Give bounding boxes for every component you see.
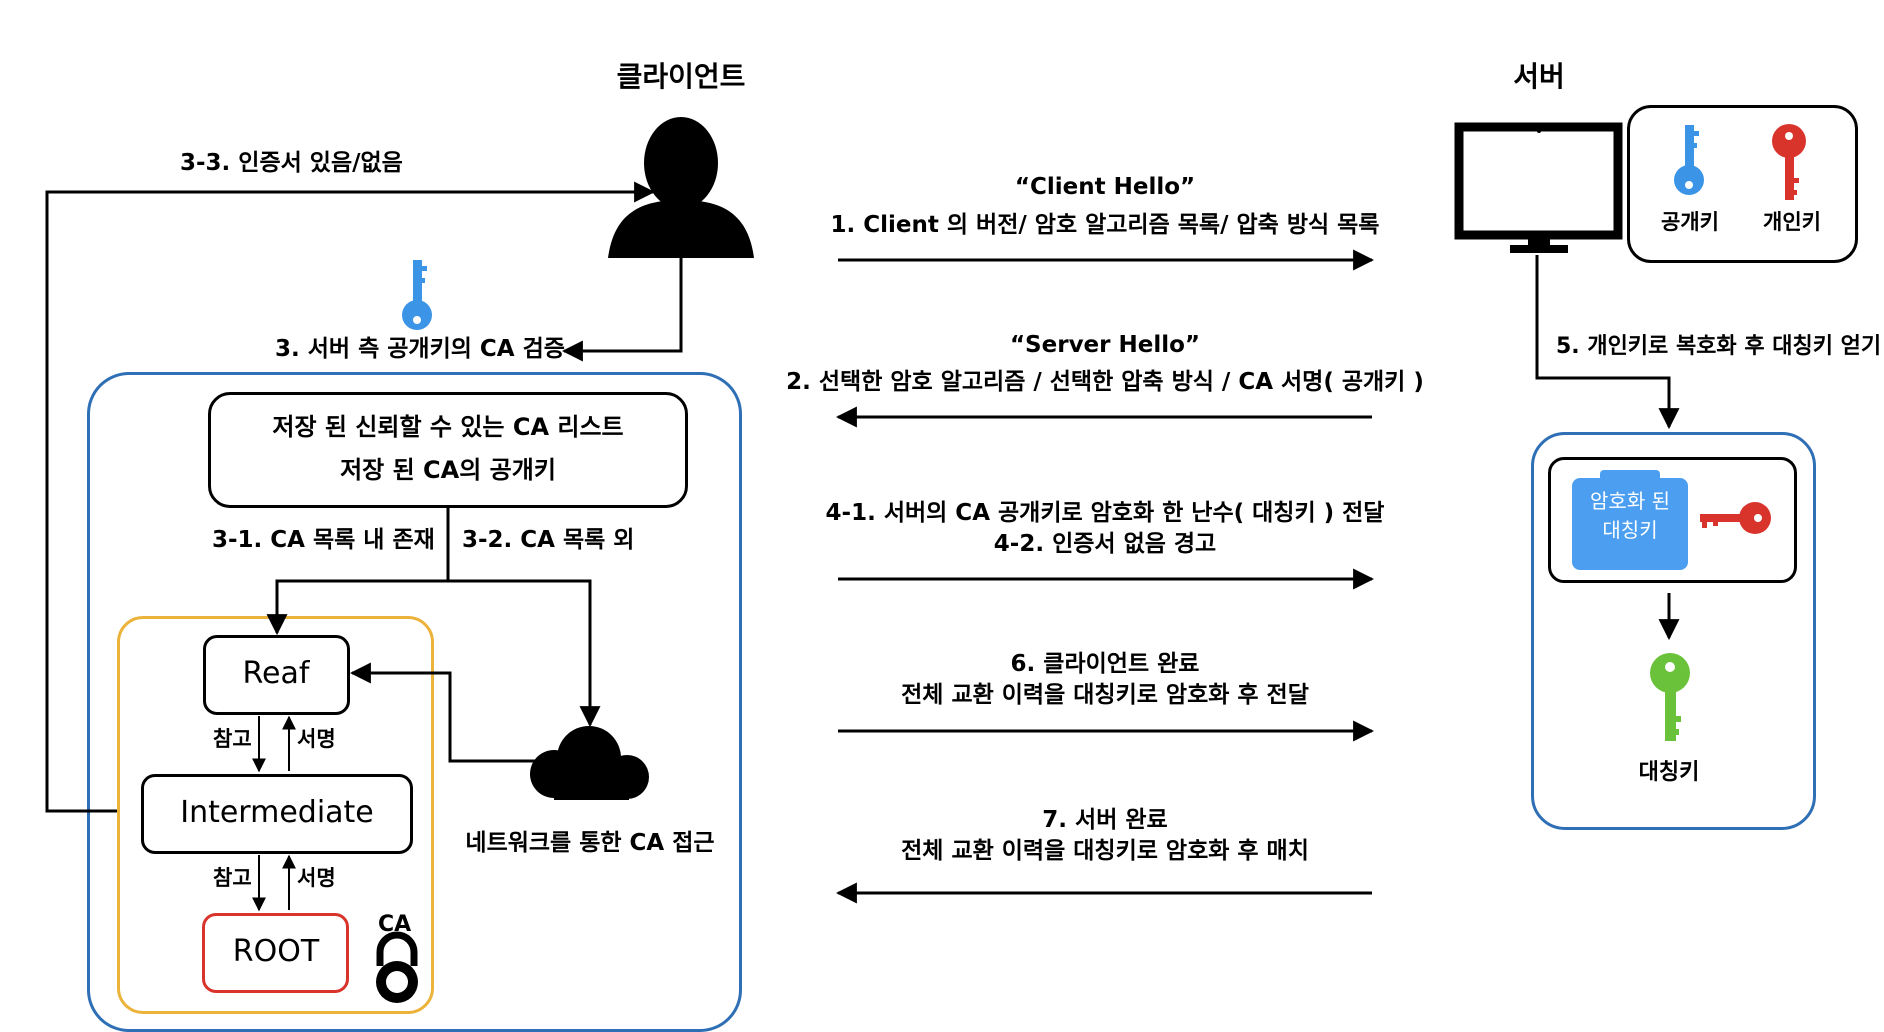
arrow-to-leaf [266, 579, 448, 636]
msg7-line2: 전체 교환 이력을 대칭키로 암호화 후 매치 [901, 838, 1309, 864]
chain-ref-label-1: 참고 [213, 727, 252, 751]
public-key-label: 공개키 [1661, 210, 1719, 234]
msg6-line2: 전체 교환 이력을 대칭키로 암호화 후 전달 [901, 682, 1309, 708]
public-key-icon-server [1674, 125, 1704, 195]
msg1-line2: 1. Client 의 버전/ 암호 알고리즘 목록/ 압축 방식 목록 [830, 212, 1380, 238]
intermediate-cert-box [141, 774, 413, 854]
arrow-to-network [448, 579, 601, 728]
server-keys-box [1627, 105, 1858, 263]
encrypted-key-box [1548, 457, 1797, 583]
arrow-client-to-verify [561, 250, 683, 362]
msg2-line2: 2. 선택한 암호 알고리즘 / 선택한 압축 방식 / CA 서명( 공개키 … [786, 369, 1424, 395]
client-title: 클라이언트 [616, 60, 746, 93]
encrypted-key-line2: 대칭키 [1602, 518, 1658, 542]
encrypted-key-line1: 암호화 된 [1590, 489, 1670, 513]
msg2-line1: “Server Hello” [1009, 332, 1201, 358]
private-key-label: 개인키 [1763, 210, 1821, 234]
root-cert-box [202, 913, 349, 993]
chain-sign-label-1: 서명 [297, 727, 336, 751]
server-title: 서버 [1513, 60, 1565, 93]
chain-ref-label-2: 참고 [213, 866, 252, 890]
ca-lock-label: CA [378, 912, 412, 937]
encrypted-block-handle [1600, 470, 1660, 480]
lock-icon [376, 931, 418, 1003]
step-3-3-label: 3-3. 인증서 있음/없음 [180, 150, 403, 176]
public-key-icon-client [402, 260, 432, 330]
ca-list-line2: 저장 된 CA의 공개키 [340, 456, 556, 484]
monitor-icon [1454, 122, 1623, 253]
leaf-cert-label: Reaf [242, 656, 310, 691]
msg1-line1: “Client Hello” [1014, 174, 1196, 200]
cloud-icon [530, 726, 649, 800]
client-outer-box [87, 372, 742, 1032]
server-outer-box [1531, 432, 1816, 830]
msg4-line1: 4-1. 서버의 CA 공개키로 암호화 한 난수( 대칭키 ) 전달 [825, 500, 1385, 526]
leaf-cert-box [203, 635, 350, 715]
intermediate-cert-label: Intermediate [180, 795, 374, 830]
ca-list-line1: 저장 된 신뢰할 수 있는 CA 리스트 [272, 413, 624, 441]
msg4-line2: 4-2. 인증서 없음 경고 [993, 531, 1217, 557]
person-icon [608, 117, 754, 258]
private-key-icon-decrypt [1700, 502, 1771, 534]
symmetric-key-icon [1650, 653, 1690, 741]
ca-list-box [208, 392, 688, 508]
arrow-cert-result [45, 181, 656, 813]
step-3-1-label: 3-1. CA 목록 내 존재 [212, 527, 435, 553]
network-label: 네트워크를 통한 CA 접근 [465, 830, 715, 856]
msg6-line1: 6. 클라이언트 완료 [1010, 651, 1200, 677]
arrow-server-decrypt [1535, 255, 1680, 430]
arrow-network-to-leaf [349, 662, 565, 763]
symmetric-key-label: 대칭키 [1638, 760, 1700, 785]
step-5-label: 5. 개인키로 복호화 후 대칭키 얻기 [1556, 334, 1882, 359]
msg7-line1: 7. 서버 완료 [1042, 807, 1168, 833]
root-cert-label: ROOT [232, 934, 320, 969]
private-key-icon-server [1772, 124, 1806, 200]
encrypted-symmetric-key-block [1572, 478, 1688, 570]
step-3-2-label: 3-2. CA 목록 외 [462, 527, 635, 553]
chain-sign-label-2: 서명 [297, 866, 336, 890]
step-3-label: 3. 서버 측 공개키의 CA 검증 [275, 336, 565, 362]
